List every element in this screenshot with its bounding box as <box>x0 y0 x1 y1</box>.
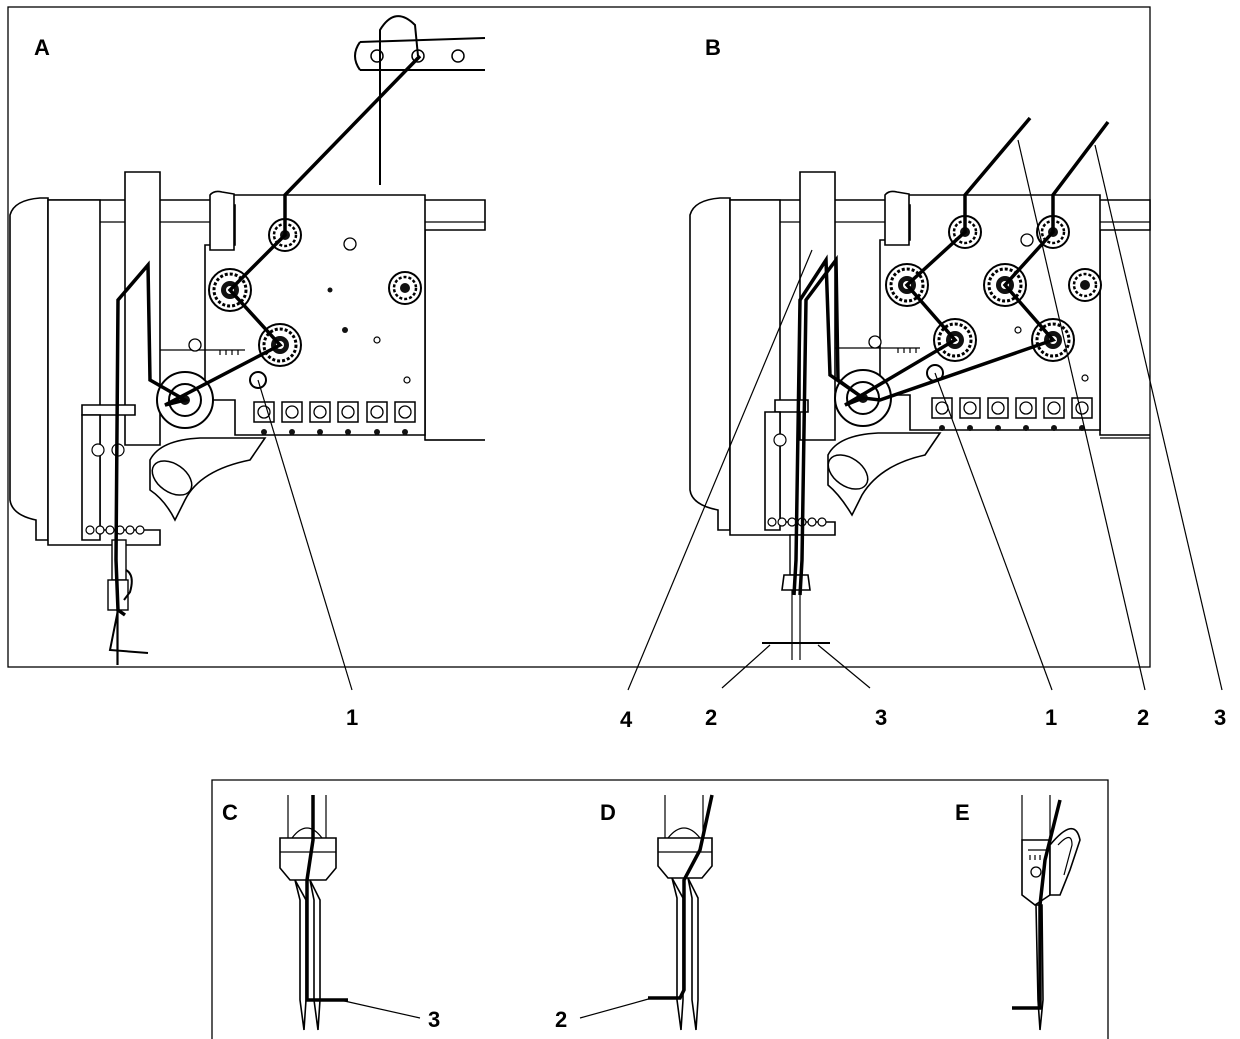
thread-path-a <box>114 54 422 617</box>
panel-a-letter: A <box>34 35 50 60</box>
panel-e-letter: E <box>955 800 970 825</box>
panel-a: A <box>9 15 486 730</box>
callout-d-2: 2 <box>555 1007 567 1032</box>
bottom-frame <box>211 779 1109 1039</box>
callout-b-3-needle: 3 <box>875 705 887 730</box>
callout-leader-a-1 <box>257 379 353 691</box>
callout-b-2-needle: 2 <box>705 705 717 730</box>
panel-c-letter: C <box>222 800 238 825</box>
needle-holder-c <box>279 795 337 1031</box>
button-row-a <box>253 401 416 435</box>
button-row-b <box>931 397 1093 431</box>
thread-paths-b <box>792 116 1110 596</box>
panel-d: D 2 <box>555 794 714 1032</box>
tension-discs-a <box>207 217 423 384</box>
callout-b-1: 1 <box>1045 705 1057 730</box>
callout-a-1: 1 <box>346 705 358 730</box>
panel-d-letter: D <box>600 800 616 825</box>
tension-discs-b <box>884 214 1103 382</box>
machine-head-a <box>9 171 486 665</box>
panel-e: E <box>955 795 1081 1031</box>
thread-c <box>305 795 348 1002</box>
screw-row-a <box>85 443 145 535</box>
callout-b-4: 4 <box>620 707 633 732</box>
thread-e <box>1012 799 1062 1010</box>
callout-leaders-b <box>627 139 1223 691</box>
panel-c: C 3 <box>222 795 440 1032</box>
top-frame <box>7 6 1151 668</box>
panel-b-letter: B <box>705 35 721 60</box>
callout-c-3: 3 <box>428 1007 440 1032</box>
needle-holder-d <box>657 795 713 1031</box>
thread-d <box>648 794 714 1000</box>
callout-b-3-thread: 3 <box>1214 705 1226 730</box>
panel-b: B <box>620 35 1226 732</box>
callout-b-2-thread: 2 <box>1137 705 1149 730</box>
thread-guide-bar-a <box>354 37 486 71</box>
